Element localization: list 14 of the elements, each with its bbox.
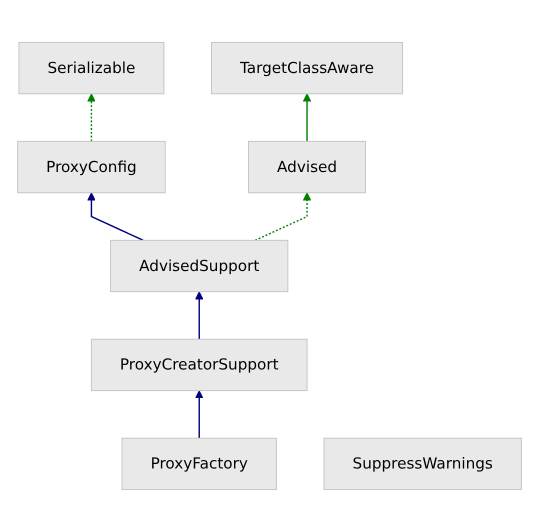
arrow bbox=[87, 192, 144, 241]
node-box: ProxyCreatorSupport bbox=[90, 338, 308, 392]
arrow bbox=[87, 93, 96, 142]
node-box: SuppressWarnings bbox=[324, 438, 522, 490]
node-box: ProxyFactory bbox=[122, 438, 277, 490]
node-box: Advised bbox=[248, 140, 366, 194]
arrow bbox=[254, 192, 312, 241]
arrow bbox=[195, 390, 204, 438]
node-box: Serializable bbox=[18, 42, 164, 94]
node-box: TargetClassAware bbox=[211, 42, 404, 94]
node-box: AdvisedSupport bbox=[110, 240, 288, 292]
arrow bbox=[302, 93, 312, 142]
arrow bbox=[195, 291, 204, 340]
node-box: ProxyConfig bbox=[17, 140, 166, 194]
